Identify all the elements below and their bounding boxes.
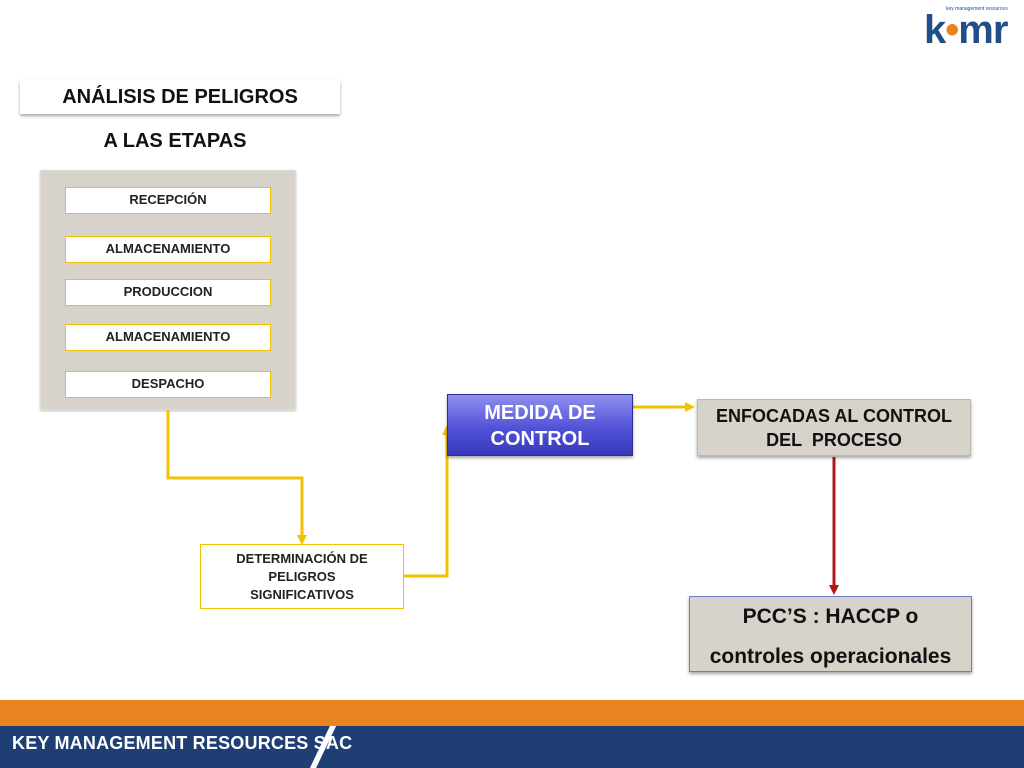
logo-tagline: key management resources [946,6,1008,12]
stage-almacenamiento-2: ALMACENAMIENTO [65,324,271,351]
medida-control-box: MEDIDA DE CONTROL [447,394,633,456]
pcc-box: PCC’S : HACCP o controles operacionales [689,596,972,672]
stages-panel: RECEPCIÓN ALMACENAMIENTO PRODUCCION ALMA… [40,170,296,410]
footer-company-name: KEY MANAGEMENT RESOURCES SAC [12,733,353,753]
footer-orange-band [0,700,1024,726]
kmr-logo: k•mr key management resources [918,4,1018,52]
pcc-line1: PCC’S : HACCP o [742,605,919,628]
stage-recepcion: RECEPCIÓN [65,187,271,214]
determinacion-line2: PELIGROS [268,569,336,584]
stage-almacenamiento-1: ALMACENAMIENTO [65,236,271,263]
determinacion-line3: SIGNIFICATIVOS [250,587,354,602]
enfocadas-line2: DEL PROCESO [766,430,902,450]
stage-despacho: DESPACHO [65,371,271,398]
page-subtitle: A LAS ETAPAS [103,130,247,152]
enfocadas-line1: ENFOCADAS AL CONTROL [716,406,952,426]
pcc-line2: controles operacionales [709,645,952,668]
arrow-stages-to-determinacion [166,410,307,545]
medida-line2: CONTROL [490,428,590,450]
medida-line1: MEDIDA DE [484,402,596,424]
page-title: ANÁLISIS DE PELIGROS [20,80,340,114]
determinacion-line1: DETERMINACIÓN DE [236,551,368,566]
stage-produccion: PRODUCCION [65,279,271,306]
arrow-determinacion-to-medida [404,425,452,578]
logo-mark: k•mr [924,8,1008,52]
enfocadas-box: ENFOCADAS AL CONTROL DEL PROCESO [697,399,971,456]
footer-navy-band [0,726,1024,768]
determinacion-box: DETERMINACIÓN DE PELIGROS SIGNIFICATIVOS [200,544,404,609]
